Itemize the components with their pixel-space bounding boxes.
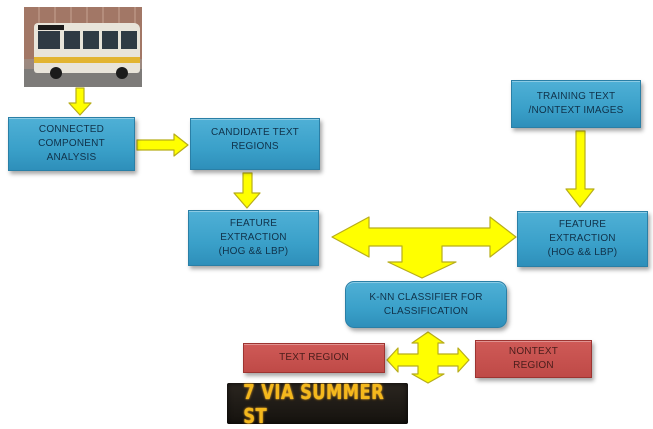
bus-window bbox=[83, 31, 99, 49]
arrow-features-to-knn bbox=[331, 216, 517, 279]
arrow-candidate-to-feature-left bbox=[233, 172, 261, 209]
feature-extraction-left-box: FEATURE EXTRACTION (HOG && LBP) bbox=[188, 210, 319, 266]
arrow-photo-to-connected bbox=[68, 87, 92, 116]
bus-window bbox=[102, 31, 118, 49]
arrow-training-to-feature-right bbox=[565, 130, 595, 208]
bus-wheel bbox=[50, 67, 62, 79]
bus-wheel bbox=[116, 67, 128, 79]
bus-windshield bbox=[38, 31, 60, 49]
connected-component-analysis-box: CONNECTED COMPONENT ANALYSIS bbox=[8, 117, 135, 171]
bus-window bbox=[64, 31, 80, 49]
bus-window bbox=[121, 31, 137, 49]
bus-yellow-stripe bbox=[34, 57, 140, 63]
arrow-knn-to-regions bbox=[386, 331, 470, 384]
knn-classifier-box: K-NN CLASSIFIER FOR CLASSIFICATION bbox=[345, 281, 507, 328]
arrow-connected-to-candidate bbox=[136, 133, 189, 157]
bus-input-photo bbox=[24, 7, 142, 87]
training-images-box: TRAINING TEXT /NONTEXT IMAGES bbox=[511, 80, 641, 128]
bus-destination-sign bbox=[38, 25, 64, 30]
led-sign-text: 7 VIA SUMMER ST bbox=[243, 379, 385, 428]
candidate-text-regions-box: CANDIDATE TEXT REGIONS bbox=[190, 118, 320, 170]
text-region-box: TEXT REGION bbox=[243, 343, 385, 373]
feature-extraction-right-box: FEATURE EXTRACTION (HOG && LBP) bbox=[517, 211, 648, 267]
nontext-region-box: NONTEXT REGION bbox=[475, 340, 592, 378]
led-sign-output-photo: 7 VIA SUMMER ST bbox=[227, 379, 408, 428]
